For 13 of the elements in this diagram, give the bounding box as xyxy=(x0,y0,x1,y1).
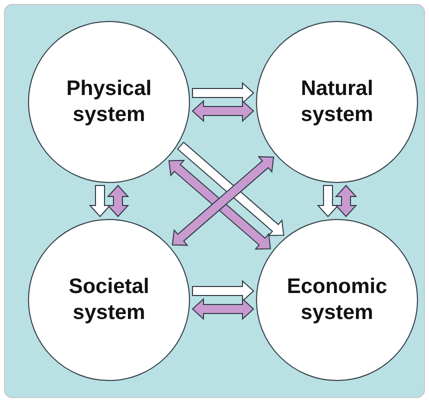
block-arrow xyxy=(192,82,254,104)
system-label: Physical system xyxy=(65,76,153,128)
block-arrow xyxy=(192,280,254,302)
block-arrow xyxy=(192,298,254,320)
system-label: Societal system xyxy=(68,274,150,326)
block-arrow xyxy=(177,142,284,236)
block-arrow xyxy=(106,184,130,218)
block-arrow xyxy=(316,185,340,218)
system-label: Natural system xyxy=(300,76,374,128)
block-arrow xyxy=(334,184,358,218)
block-arrow xyxy=(192,100,254,122)
system-label: Economic system xyxy=(286,274,388,326)
block-arrow xyxy=(88,185,112,218)
